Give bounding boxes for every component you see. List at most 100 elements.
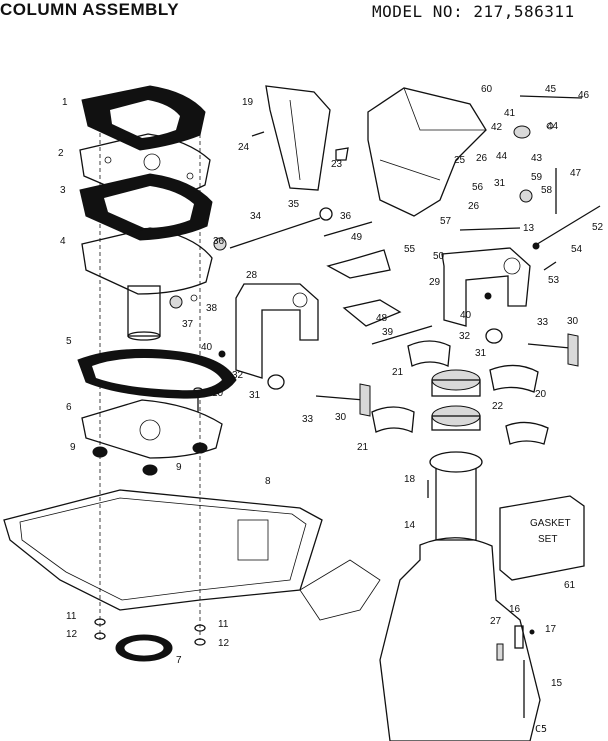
part-61-gasket-set-box bbox=[499, 495, 585, 581]
part-30-handle bbox=[359, 383, 371, 417]
callout-c9a: 9 bbox=[70, 442, 76, 453]
callout-c42: 42 bbox=[491, 122, 503, 133]
callout-c26a: 26 bbox=[476, 153, 488, 164]
callout-c23: 23 bbox=[331, 159, 343, 170]
callout-c31b: 31 bbox=[475, 348, 487, 359]
callout-c20: 20 bbox=[535, 389, 547, 400]
part-19-shroud bbox=[265, 85, 331, 191]
part-8-pan-inner bbox=[19, 497, 307, 601]
part-11-washer bbox=[194, 624, 206, 632]
callout-c26b: 26 bbox=[468, 201, 480, 212]
callout-c59: 59 bbox=[531, 172, 543, 183]
callout-c1: 1 bbox=[62, 97, 68, 108]
callout-c40b: 40 bbox=[201, 342, 213, 353]
callout-c21b: 21 bbox=[357, 442, 369, 453]
callout-c33a: 33 bbox=[537, 317, 549, 328]
part-37-nut bbox=[169, 295, 183, 309]
callout-c30a: 30 bbox=[567, 316, 579, 327]
part-9-grommet bbox=[92, 446, 108, 458]
callout-c16: 16 bbox=[509, 604, 521, 615]
callout-c34: 34 bbox=[250, 211, 262, 222]
part-34-shaft bbox=[229, 217, 321, 249]
callout-c18: 18 bbox=[404, 474, 416, 485]
part-22-bearing-body bbox=[431, 415, 481, 431]
part-23-clip bbox=[335, 147, 349, 161]
callout-c32b: 32 bbox=[232, 370, 244, 381]
part-4-tube-end bbox=[127, 331, 161, 341]
part-3-gasket-opening bbox=[104, 186, 194, 228]
part-10-screw-head bbox=[193, 387, 203, 393]
callout-c44a: 44 bbox=[547, 121, 559, 132]
callout-c30b: 30 bbox=[335, 412, 347, 423]
part-60-swivel-bracket bbox=[367, 87, 487, 217]
part-53-pin bbox=[543, 261, 557, 271]
callout-c38: 38 bbox=[206, 303, 218, 314]
part-7-seal-inner bbox=[123, 639, 165, 657]
page-code: C5 bbox=[535, 724, 548, 735]
part-40-nut bbox=[484, 292, 492, 300]
part-20-bushing bbox=[505, 421, 549, 445]
part-21-bushing bbox=[371, 406, 415, 433]
callout-c60: 60 bbox=[481, 84, 493, 95]
part-12-nut bbox=[194, 638, 206, 646]
callout-c29: 29 bbox=[429, 277, 441, 288]
callout-c55: 55 bbox=[404, 244, 416, 255]
part-44-washer bbox=[546, 122, 554, 130]
part-49-rod bbox=[323, 221, 373, 237]
callout-c36b: 36 bbox=[213, 236, 225, 247]
callout-c28: 28 bbox=[246, 270, 258, 281]
callout-c24: 24 bbox=[238, 142, 250, 153]
callout-c9b: 9 bbox=[176, 462, 182, 473]
gasket-set-label-line2: SET bbox=[538, 534, 557, 545]
callout-c11a: 11 bbox=[66, 611, 77, 622]
part-33-clamp-screw bbox=[527, 343, 571, 349]
callout-c41: 41 bbox=[504, 108, 516, 119]
part-60-bracket-rib bbox=[379, 159, 441, 181]
gasket-set-label-line1: GASKET bbox=[530, 518, 571, 529]
callout-c4: 4 bbox=[60, 236, 66, 247]
part-16-clip bbox=[514, 625, 524, 649]
part-5-gasket-opening bbox=[92, 358, 222, 391]
callout-c5: 5 bbox=[66, 336, 72, 347]
callout-labels: 1234567899101111121213141516171819202121… bbox=[58, 84, 604, 689]
callout-c47: 47 bbox=[570, 168, 582, 179]
callout-c11b: 11 bbox=[218, 619, 229, 630]
callout-c25: 25 bbox=[454, 155, 466, 166]
part-2-bolt-hole bbox=[186, 172, 194, 180]
part-40-nut bbox=[218, 350, 226, 358]
part-28-pivot bbox=[292, 292, 308, 308]
callout-c61: 61 bbox=[564, 580, 576, 591]
part-14-column-top bbox=[429, 451, 483, 473]
part-6-adapter-plate bbox=[81, 399, 223, 459]
part-29-pivot bbox=[503, 257, 521, 275]
part-27-key bbox=[496, 643, 504, 661]
part-4-tube bbox=[127, 285, 161, 337]
part-28-clamp-bracket bbox=[235, 283, 319, 379]
callout-c46: 46 bbox=[578, 90, 590, 101]
part-20-bushing bbox=[489, 364, 539, 393]
part-45-rod bbox=[519, 95, 583, 99]
part-12-nut bbox=[94, 632, 106, 640]
callout-c12a: 12 bbox=[66, 629, 78, 640]
model-number: MODEL NO: 217,586311 bbox=[372, 2, 575, 21]
part-22-bearing-body bbox=[431, 379, 481, 397]
part-39-rod bbox=[371, 325, 433, 345]
part-4-housing bbox=[81, 227, 213, 295]
part-17-pin bbox=[529, 629, 535, 635]
callout-c45: 45 bbox=[545, 84, 557, 95]
part-14-column-housing bbox=[379, 537, 541, 741]
callout-c3: 3 bbox=[60, 185, 66, 196]
callout-c12b: 12 bbox=[218, 638, 230, 649]
part-31-pad bbox=[267, 374, 285, 390]
part-33-clamp-screw bbox=[315, 395, 365, 401]
page-title: COLUMN ASSEMBLY bbox=[0, 0, 180, 19]
part-42-knob bbox=[513, 125, 531, 139]
part-52-pin bbox=[533, 205, 601, 247]
callout-c58: 58 bbox=[541, 185, 553, 196]
part-8-lower-pan bbox=[3, 489, 323, 611]
part-58-nut bbox=[519, 189, 533, 203]
callout-c49: 49 bbox=[351, 232, 363, 243]
callout-c44b: 44 bbox=[496, 151, 508, 162]
part-14-column bbox=[435, 468, 477, 541]
